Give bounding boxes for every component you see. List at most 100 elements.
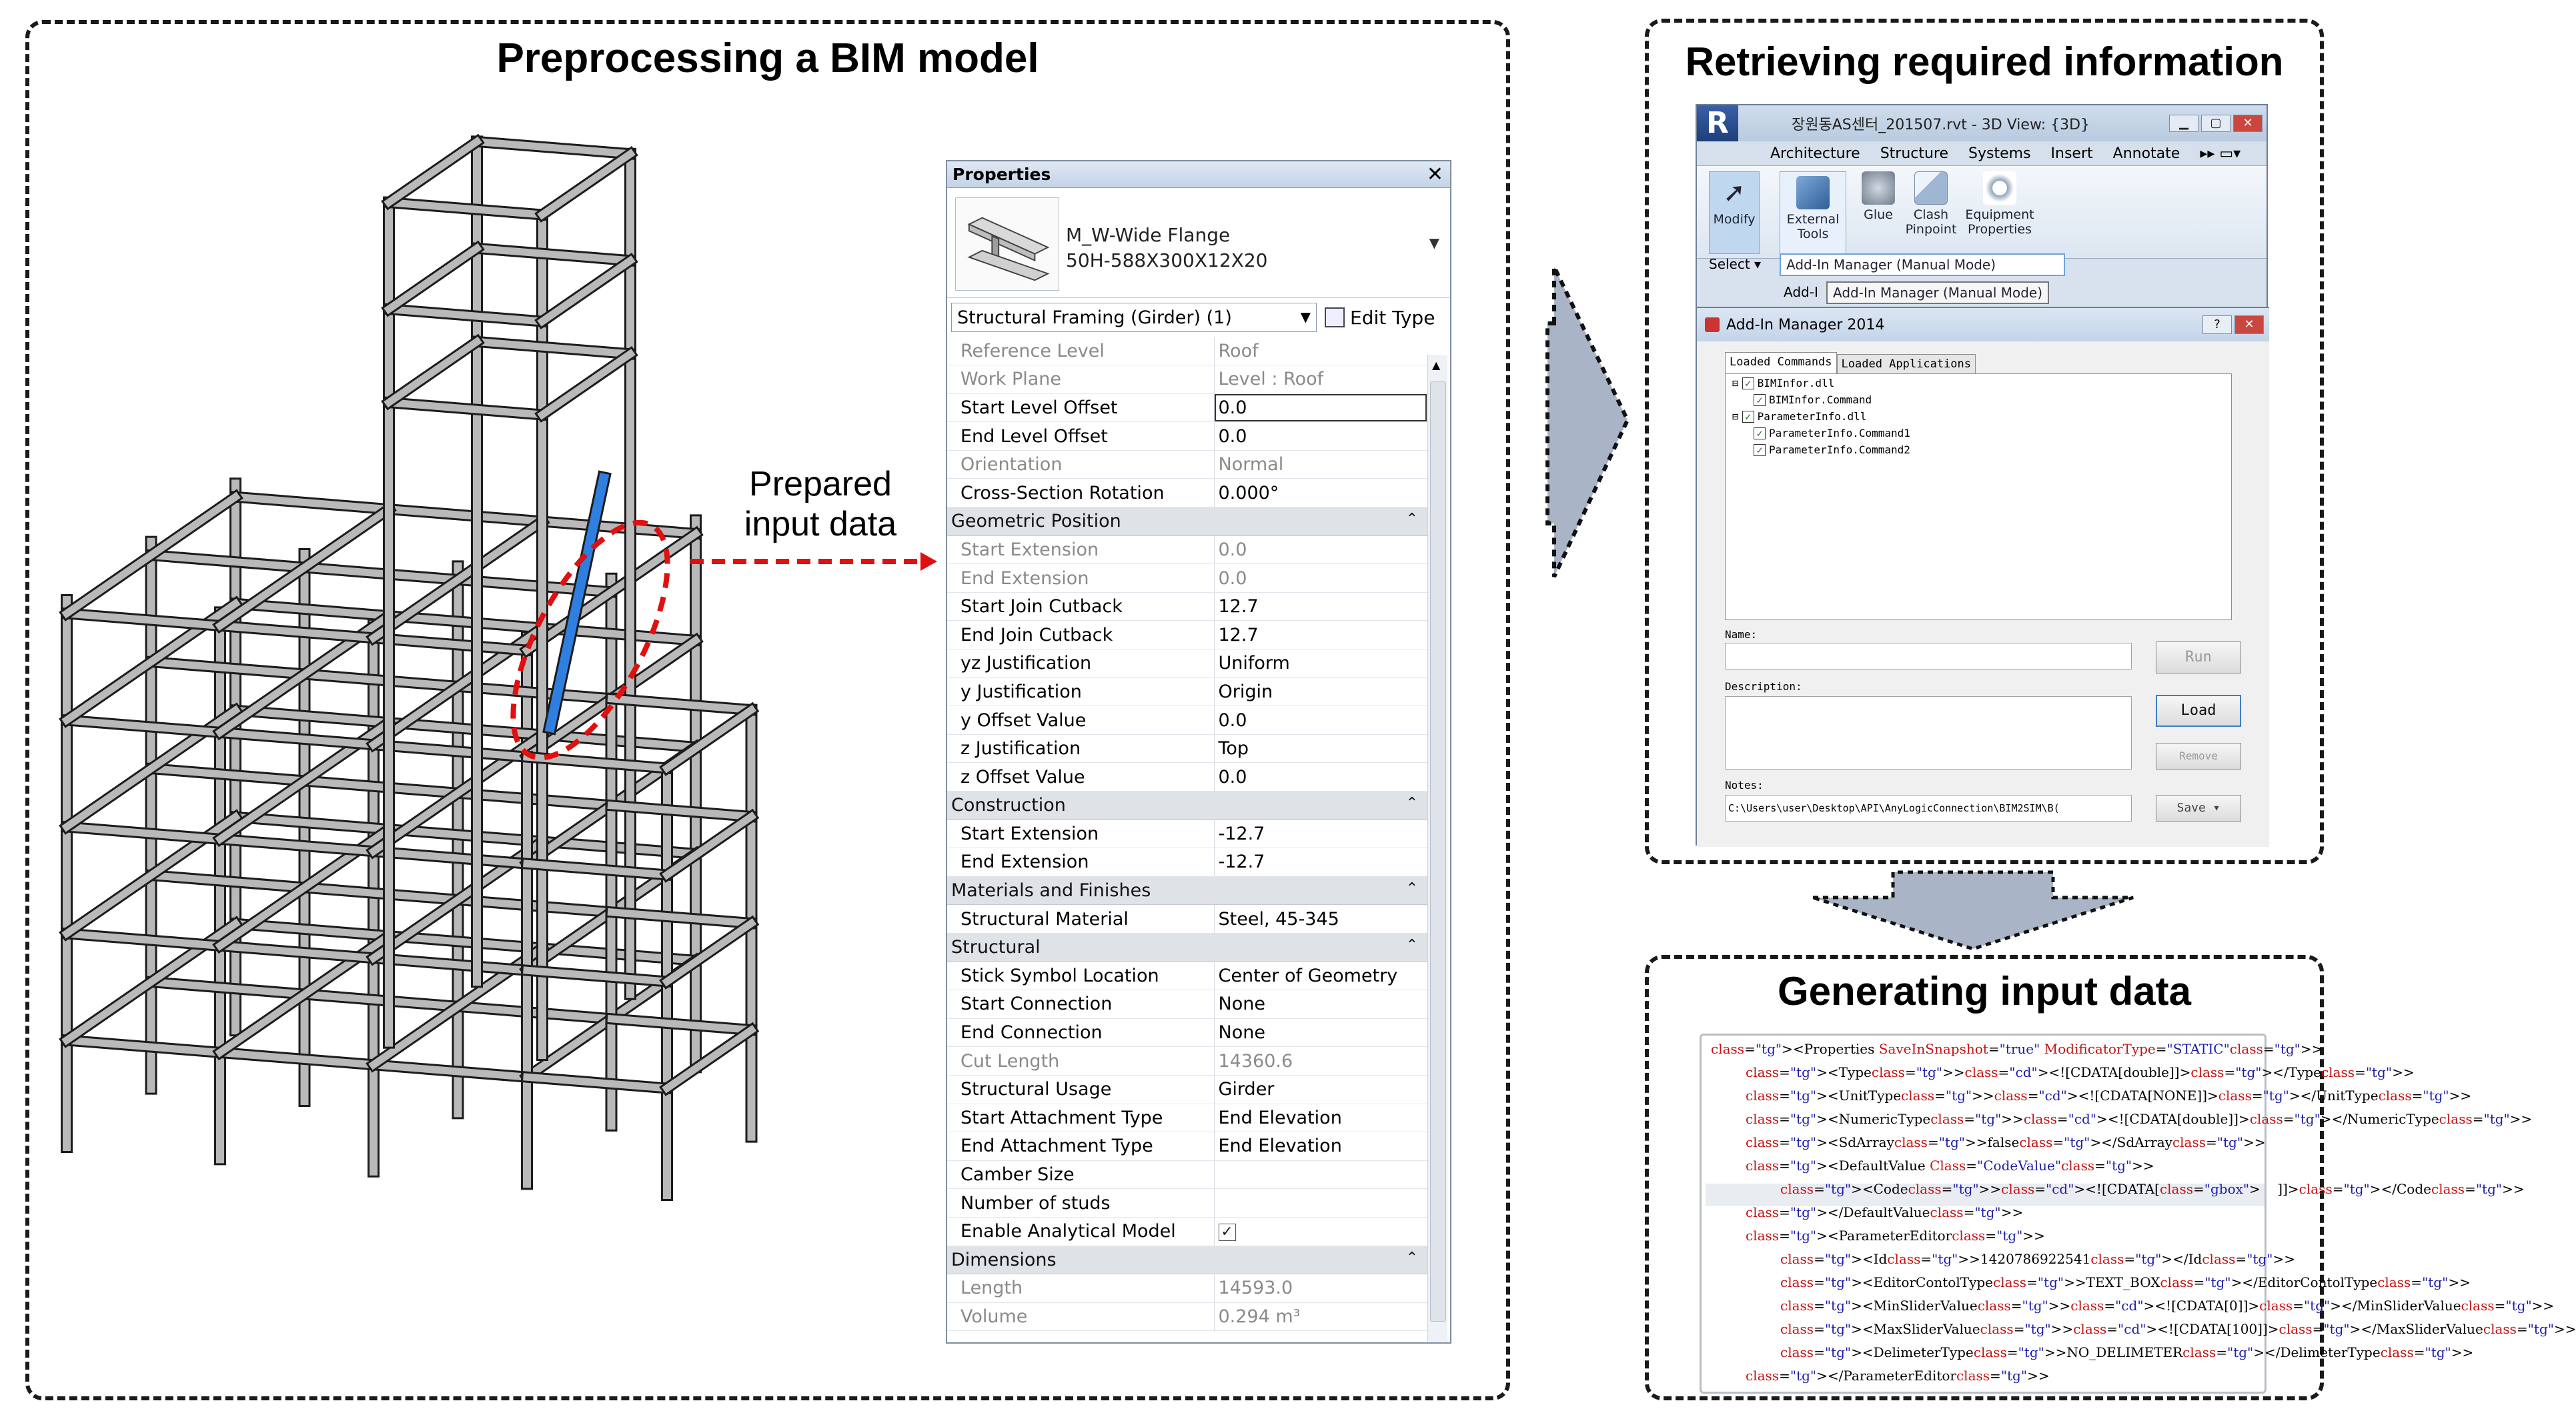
property-value[interactable]: None	[1213, 990, 1427, 1019]
type-selector[interactable]: M_W-Wide Flange 50H-588X300X12X20 ▼	[947, 188, 1450, 298]
tree-node-label: ParameterInfo.Command1	[1769, 427, 1910, 439]
glue-button[interactable]: Glue	[1857, 171, 1900, 222]
checkbox[interactable]: ✓	[1218, 1223, 1236, 1241]
run-button[interactable]: Run	[2156, 641, 2241, 673]
property-group-header[interactable]: Materials and Finishes⌃	[947, 876, 1427, 906]
tab-loaded-commands[interactable]: Loaded Commands	[1725, 352, 1837, 373]
property-value[interactable]: End Elevation	[1213, 1132, 1427, 1161]
equipment-properties-button[interactable]: Equipment Properties	[1962, 171, 2037, 237]
property-value[interactable]: 0.0	[1213, 421, 1427, 451]
addin-manager-short-item[interactable]: Add-I	[1784, 284, 1818, 300]
property-label: Enable Analytical Model	[947, 1217, 1214, 1246]
description-field[interactable]	[1725, 696, 2132, 770]
tree-node[interactable]: ⊟✓BIMInfor.dll	[1732, 377, 1834, 389]
property-value[interactable]: Center of Geometry	[1213, 962, 1427, 991]
load-button[interactable]: Load	[2156, 695, 2241, 727]
property-label: yz Justification	[947, 649, 1214, 678]
xml-line: class="tg"><DefaultValue Class="CodeValu…	[1746, 1158, 2154, 1174]
name-field[interactable]	[1725, 643, 2132, 669]
collapse-icon[interactable]: ⌃	[1405, 511, 1418, 528]
property-group-header[interactable]: Dimensions⌃	[947, 1246, 1427, 1275]
property-value[interactable]: 0.0	[1213, 762, 1427, 792]
collapse-icon[interactable]: ⌃	[1405, 937, 1418, 954]
checkbox[interactable]: ✓	[1754, 443, 1766, 456]
property-value[interactable]: Girder	[1213, 1075, 1427, 1104]
property-value[interactable]: -12.7	[1213, 848, 1427, 877]
close-icon[interactable]: ✕	[1426, 163, 1443, 186]
instance-filter-dropdown[interactable]: Structural Framing (Girder) (1) ▼	[951, 303, 1317, 332]
steel-beam	[523, 860, 671, 879]
property-label: Start Extension	[947, 535, 1214, 565]
scroll-up-icon[interactable]: ▲	[1432, 359, 1441, 371]
scrollbar-thumb[interactable]	[1430, 381, 1446, 1322]
xml-line: class="tg"><Codeclass="tg">>class="cd"><…	[1780, 1181, 2525, 1197]
property-value[interactable]: Steel, 45-345	[1213, 904, 1427, 934]
save-button[interactable]: Save ▾	[2156, 795, 2241, 822]
property-row: End Extension-12.7	[947, 848, 1427, 877]
tab-annotate[interactable]: Annotate	[2112, 145, 2180, 162]
remove-button[interactable]: Remove	[2156, 743, 2241, 770]
property-value[interactable]: 0.0	[1213, 393, 1427, 423]
tree-node-label: ParameterInfo.dll	[1757, 410, 1867, 423]
steel-beam	[385, 305, 546, 325]
checkbox[interactable]: ✓	[1742, 410, 1754, 423]
select-dropdown[interactable]: Select ▾	[1709, 256, 1762, 272]
checkbox[interactable]: ✓	[1742, 377, 1754, 389]
property-group-header[interactable]: Geometric Position⌃	[947, 507, 1427, 536]
chevron-down-icon[interactable]: ▼	[1429, 235, 1439, 251]
property-value[interactable]: None	[1213, 1018, 1427, 1048]
property-value[interactable]: 0.000°	[1213, 478, 1427, 508]
tree-node[interactable]: ✓BIMInfor.Command	[1754, 393, 1872, 406]
property-value[interactable]: 12.7	[1213, 592, 1427, 621]
tab-structure[interactable]: Structure	[1880, 145, 1949, 162]
clash-pinpoint-button[interactable]: Clash Pinpoint	[1901, 171, 1961, 237]
xml-line: class="tg"><NumericTypeclass="tg">>class…	[1746, 1111, 2533, 1127]
property-value[interactable]: ✓	[1213, 1217, 1427, 1246]
tree-node-label: BIMInfor.Command	[1769, 393, 1872, 406]
notes-field[interactable]: C:\Users\user\Desktop\API\AnyLogicConnec…	[1725, 795, 2132, 822]
property-value[interactable]	[1213, 1160, 1427, 1190]
tab-overflow[interactable]: ▸▸ ▭▾	[2200, 145, 2241, 162]
group-label: Structural⌃	[947, 933, 1427, 962]
close-icon[interactable]: ✕	[2233, 115, 2263, 132]
property-value[interactable]	[1213, 1188, 1427, 1218]
collapse-icon[interactable]: ⌃	[1405, 880, 1418, 898]
property-value[interactable]: 0.0	[1213, 705, 1427, 735]
revit-logo-icon[interactable]: R	[1697, 105, 1738, 141]
tab-insert[interactable]: Insert	[2050, 145, 2093, 162]
modify-button[interactable]: ➚ Modify	[1709, 171, 1760, 254]
tab-loaded-applications[interactable]: Loaded Applications	[1836, 354, 1976, 373]
property-value[interactable]: -12.7	[1213, 820, 1427, 849]
property-value[interactable]: End Elevation	[1213, 1104, 1427, 1133]
addin-manager-menu-item[interactable]: Add-In Manager (Manual Mode)	[1780, 253, 2065, 276]
tab-systems[interactable]: Systems	[1968, 145, 2031, 162]
tree-node[interactable]: ✓ParameterInfo.Command1	[1754, 427, 1910, 439]
property-group-header[interactable]: Construction⌃	[947, 791, 1427, 820]
checkbox[interactable]: ✓	[1754, 393, 1766, 406]
close-icon[interactable]: ✕	[2234, 315, 2264, 334]
external-tools-button[interactable]: External Tools	[1780, 171, 1846, 254]
property-value[interactable]: Uniform	[1213, 649, 1427, 678]
tree-node[interactable]: ⊟✓ParameterInfo.dll	[1732, 410, 1866, 423]
property-value[interactable]: Origin	[1213, 677, 1427, 707]
edit-type-button[interactable]: Edit Type	[1325, 307, 1435, 329]
collapse-icon[interactable]: ⊟	[1732, 410, 1739, 423]
collapse-icon[interactable]: ⌃	[1405, 1249, 1418, 1266]
property-label: Start Extension	[947, 820, 1214, 849]
checkbox[interactable]: ✓	[1754, 427, 1766, 439]
property-value[interactable]: 12.7	[1213, 620, 1427, 650]
tree-node[interactable]: ✓ParameterInfo.Command2	[1754, 443, 1910, 456]
steel-beam	[607, 694, 756, 714]
property-group-header[interactable]: Structural⌃	[947, 933, 1427, 962]
minimize-icon[interactable]: ▁	[2169, 115, 2198, 132]
selection-ellipse	[510, 519, 670, 761]
tab-architecture[interactable]: Architecture	[1770, 145, 1860, 162]
properties-scrollbar[interactable]: ▲	[1427, 355, 1447, 1342]
collapse-icon[interactable]: ⌃	[1405, 795, 1418, 812]
property-value[interactable]: Top	[1213, 734, 1427, 764]
help-icon[interactable]: ?	[2202, 315, 2232, 334]
maximize-icon[interactable]: ▢	[2201, 115, 2230, 132]
collapse-icon[interactable]: ⊟	[1732, 377, 1739, 389]
